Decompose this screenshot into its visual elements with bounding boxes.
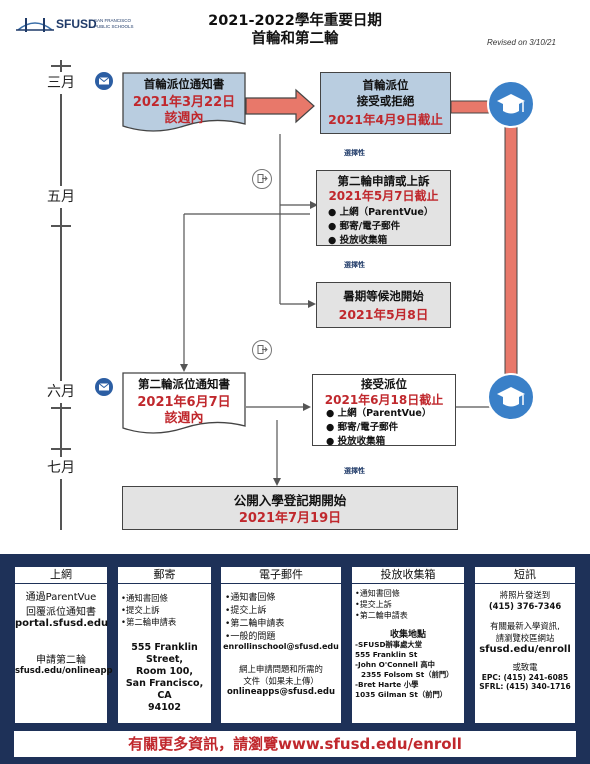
footer-online-l1: 通過ParentVue [25,592,97,603]
accept-first-box [320,72,451,134]
footer-email-head: 電子郵件 [221,567,341,584]
waitpool-title: 暑期等候池開始 [343,289,424,303]
accept-second-box [312,374,456,446]
open-enroll-title: 公開入學登記期開始 [233,493,347,508]
document-arrow-icon [252,340,272,360]
optional-label: 選擇性 [344,149,365,157]
footer-sms: 短訊 將照片發送到 (415) 376-7346 有關最新入學資訊, 請瀏覽校區… [474,566,576,724]
graduation-cap-icon [487,80,535,128]
footer-dropbox: 投放收集箱 •通知書回條 •提交上訴 •第二輪申請表 收集地點 -SFUSD辦事… [351,566,465,724]
round2-offer-shape [122,372,246,434]
footer-email-addr1[interactable]: enrollinschool@sfusd.edu [223,642,339,651]
timeline-line [60,60,62,530]
footer-mail-head: 郵寄 [118,567,211,584]
tick [51,65,71,67]
accept-second-title: 接受派位 [361,377,407,391]
round2-apply-list: ● 上網（ParentVue） ● 郵寄/電子郵件 ● 投放收集箱 [328,204,433,246]
footer-dropbox-loc-head: 收集地點 [389,630,426,640]
month-may: 五月 [37,186,85,208]
tick [51,448,71,450]
footer-dropbox-head: 投放收集箱 [352,567,464,584]
list-item: ● 投放收集箱 [328,235,388,246]
waitpool-box [316,282,451,328]
round2-apply-box [316,170,451,246]
logo-name: SFUSD [56,17,97,31]
envelope-icon [95,72,113,90]
month-march: 三月 [37,72,85,94]
accept-first-l2: 接受或拒絕 [356,94,415,108]
page-subtitle: 首輪和第二輪 [251,31,339,47]
month-july: 七月 [37,457,85,479]
round2-offer-sub: 該週內 [164,411,204,426]
round2-apply-date: 2021年5月7日截止 [328,189,439,203]
bridge-logo-icon [16,18,54,32]
footer-email: 電子郵件 •通知書回條 •提交上訴 •第二輪申請表 •一般的問題 enrolli… [220,566,342,724]
list-item: ● 上網（ParentVue） [326,408,432,419]
envelope-icon [95,378,113,396]
footer-email-list: •通知書回條 •提交上訴 •第二輪申請表 •一般的問題 [225,593,285,642]
footer-mail-list: •通知書回條 •提交上訴 •第二輪申請表 [121,593,177,627]
round2-offer-date: 2021年6月7日 [137,395,231,410]
footer-sms-l3: 有關最新入學資訊, [490,621,560,631]
footer-online-head: 上網 [15,567,107,584]
open-enroll-date: 2021年7月19日 [238,511,342,526]
first-offer-shape [122,72,246,132]
footer-email-addr2[interactable]: onlineapps@sfusd.edu [226,687,336,697]
footer-sms-l1: 將照片發送到 [499,590,551,600]
flow-arrows [180,88,518,486]
footer-sms-link[interactable]: sfusd.edu/enroll [479,644,571,655]
footer-dropbox-locs: -SFUSD辦事處大堂 555 Franklin St -John O'Conn… [355,640,454,699]
footer-online-link2[interactable]: sfusd.edu/onlineapp [15,666,113,676]
tick [51,407,71,409]
waitpool-date: 2021年5月8日 [338,307,429,322]
round2-apply-title: 第二輪申請或上訴 [337,174,430,188]
round2-offer-title: 第二輪派位通知書 [138,377,230,391]
graduation-cap-icon [487,373,535,421]
footer-email-note2: 文件（如果未上傳） [243,676,319,686]
footer-dropbox-list: •通知書回條 •提交上訴 •第二輪申請表 [355,589,408,620]
list-item: ● 郵寄/電子郵件 [328,221,401,232]
footer-sms-l6: 或致電 [512,662,538,672]
footer-sms-epc: EPC: (415) 241-6085 [481,673,569,682]
accept-first-date: 2021年4月9日截止 [328,112,443,127]
footer-sms-sfrl: SFRL: (415) 340-1716 [479,682,571,691]
footer-online: 上網 通過ParentVue 回覆派位通知書 portal.sfusd.edu … [14,566,113,724]
accept-second-list: ● 上網（ParentVue） ● 郵寄/電子郵件 ● 投放收集箱 [326,405,431,447]
optional-label: 選擇性 [344,467,365,475]
first-offer-sub: 該週內 [164,111,204,126]
logo-sub-2: PUBLIC SCHOOLS [94,24,134,29]
list-item: ● 郵寄/電子郵件 [326,422,399,433]
document-arrow-icon [252,169,272,189]
optional-label: 選擇性 [344,261,365,269]
tick [51,225,71,227]
page-title: 2021-2022學年重要日期 [208,13,382,29]
list-item: ● 投放收集箱 [326,436,386,447]
footer-online-l2: 回覆派位通知書 [26,607,96,618]
footer-online-l4: 申請第二輪 [36,655,86,666]
bottom-info-link[interactable]: 有關更多資訊，請瀏覽www.sfusd.edu/enroll [14,731,576,757]
accept-second-date: 2021年6月18日截止 [324,393,444,407]
first-offer-date: 2021年3月22日 [132,95,236,110]
open-enroll-box [122,486,458,530]
footer-sms-phone: (415) 376-7346 [488,601,562,611]
revised-date: Revised on 3/10/21 [487,38,556,47]
accept-first-l1: 首輪派位 [362,78,409,92]
footer-email-note1: 網上申請問題和所需的 [239,664,323,674]
footer-online-link[interactable]: portal.sfusd.edu [15,618,109,629]
list-item: ● 上網（ParentVue） [328,207,434,218]
month-june: 六月 [37,381,85,403]
first-offer-title: 首輪派位通知書 [143,77,225,91]
footer-sms-head: 短訊 [475,567,575,584]
logo-sub-1: SAN FRANCISCO [94,18,132,23]
footer-sms-l4: 請瀏覽校區網站 [495,633,555,643]
